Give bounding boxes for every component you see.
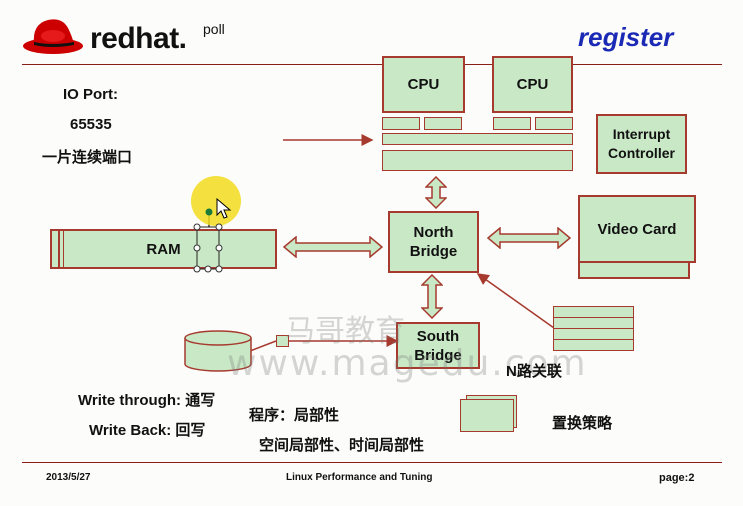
mouse-pointer-icon [216, 198, 232, 219]
disk-cylinder-icon [184, 330, 252, 372]
locality-label: 程序：局部性 [249, 407, 340, 424]
system-bus-bar [382, 150, 573, 171]
north-bridge-line2: Bridge [409, 243, 458, 260]
cache-way-row [553, 339, 634, 351]
io-port-label: IO Port: [63, 86, 118, 103]
cpu-box-2: CPU [492, 56, 573, 113]
small-buffer-box [276, 335, 289, 347]
cache-cell [424, 117, 462, 130]
north-bridge-box: North Bridge [388, 211, 479, 273]
south-bridge-box: South Bridge [396, 322, 480, 369]
interrupt-label-line2: Controller [608, 145, 675, 161]
ram-box: RAM [50, 229, 277, 269]
cpu-northbridge-arrow-icon [425, 176, 447, 209]
brand-name: redhat. [90, 22, 187, 55]
cursor-highlight [191, 176, 241, 226]
locality-detail-label: 空间局部性、时间局部性 [259, 437, 425, 454]
redhat-logo-icon [23, 19, 83, 54]
cache-cell [535, 117, 573, 130]
ram-edge-line [58, 231, 60, 267]
io-port-note: 一片连续端口 [42, 149, 133, 166]
footer-rule [22, 462, 722, 463]
north-bridge-line1: North [413, 224, 454, 241]
slide-title: register [578, 22, 674, 52]
footer-page: page:2 [659, 472, 695, 484]
write-through-label: Write through: 通写 [78, 392, 216, 409]
northbridge-videocard-arrow-icon [487, 227, 571, 249]
shared-cache-bar [382, 133, 573, 145]
footer-course: Linux Performance and Tuning [286, 472, 433, 483]
selection-handles[interactable] [190, 200, 235, 275]
south-bridge-line2: Bridge [414, 346, 462, 364]
interrupt-controller-box: Interrupt Controller [596, 114, 687, 174]
replacement-box-front [460, 399, 514, 432]
watermark: www.magedu.com [227, 343, 588, 384]
northbridge-southbridge-arrow-icon [421, 274, 443, 319]
cpu-box-1: CPU [382, 56, 465, 113]
header-rule [22, 64, 722, 65]
video-card-label: Video Card [597, 220, 677, 238]
video-card-box: Video Card [578, 195, 696, 263]
watermark-cn: 马哥教育 [285, 314, 405, 349]
cache-cell [493, 117, 531, 130]
ram-label: RAM [146, 240, 181, 258]
brand-suffix: poll [203, 21, 225, 37]
ram-edge-line [63, 231, 64, 267]
cache-to-northbridge-arrow [476, 273, 555, 329]
footer-date: 2013/5/27 [46, 472, 91, 483]
write-back-label: Write Back: 回写 [89, 422, 206, 439]
replacement-policy-label: 置换策略 [552, 415, 613, 432]
ram-northbridge-arrow-icon [283, 236, 383, 258]
interrupt-label-line1: Interrupt [612, 126, 671, 142]
n-way-label: N路关联 [506, 363, 562, 380]
io-port-value: 65535 [70, 116, 112, 133]
south-bridge-line1: South [416, 327, 460, 345]
cache-cell [382, 117, 420, 130]
disk-connector-line [249, 340, 277, 352]
